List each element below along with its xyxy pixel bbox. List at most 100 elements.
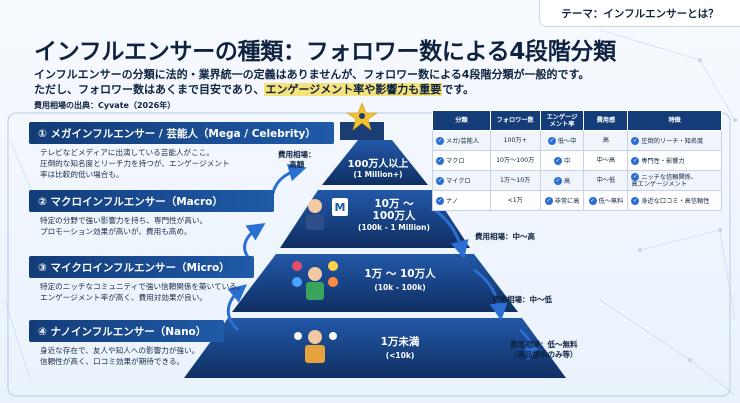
arrow-macro-to-mega: [270, 163, 307, 199]
theme-label: テーマ：インフルエンサーとは？: [539, 0, 740, 27]
level-desc-micro-1: 特定のニッチなコミュニティで強い信頼関係を築いている。: [40, 282, 245, 291]
table-cell: 高: [583, 130, 629, 151]
level-desc-mega: テレビなどメディアに出演している芸能人がここ。 圧倒的な知名度とリーチ力を持つが…: [40, 147, 230, 180]
table-header: エンゲージ メント率: [539, 110, 585, 131]
smartphone-person-icon: [294, 330, 337, 363]
expert-person-icon: M: [306, 198, 348, 230]
level-heading-micro: ③ マイクロインフルエンサー（Micro）: [29, 256, 254, 278]
table-cell: ✓低〜中: [539, 130, 585, 151]
cost-nano: 費用相場：低〜無料 （商品提供のみ等）: [510, 340, 578, 360]
svg-text:M: M: [335, 201, 346, 214]
check-icon: ✓: [544, 196, 553, 205]
cost-mega-line2: 高額: [289, 160, 305, 169]
level-desc-micro-2: エンゲージメント率が高く、費用対効果が良い。: [40, 293, 207, 302]
table-cell: ✓中: [539, 150, 585, 171]
check-icon: ✓: [436, 136, 444, 145]
table-cell: ✓マクロ: [432, 150, 491, 171]
social-person-icon: [292, 261, 338, 300]
level-desc-macro-2: プロモーション効果が高いが、費用も高め。: [40, 227, 192, 236]
level-desc-micro: 特定のニッチなコミュニティで強い信頼関係を築いている。 エンゲージメント率が高く…: [40, 281, 244, 303]
pyramid-tier-nano: [184, 318, 566, 378]
arrow-nano-to-micro: [226, 284, 247, 332]
level-desc-macro-1: 特定の分野で強い影響力を持ち、専門性が高い。: [40, 216, 208, 225]
table-cell-text: 圧倒的リーチ・知名度: [641, 137, 704, 145]
table-cell-text: 非常に高: [554, 197, 580, 205]
table-row: ✓マクロ 10万〜100万 ✓中 中〜高 ✓専門性・影響力: [432, 150, 722, 171]
pyramid-tier-micro: [232, 254, 518, 312]
table-cell: ✓ナノ: [432, 190, 491, 211]
cost-mega: 費用相場： 高額: [278, 150, 316, 170]
arrow-right-3: [519, 328, 542, 361]
table-header: 特徴: [627, 110, 722, 131]
table-cell-text: 身近な口コミ・高信頼性: [641, 197, 710, 205]
pyramid-macro-label: 10万 〜 100万人 (100k - 1 Million): [350, 198, 438, 234]
pyramid-macro-main-2: 100万人: [372, 210, 416, 222]
check-icon: ✓: [588, 196, 597, 205]
check-icon: ✓: [631, 196, 640, 205]
table-row: ✓ナノ <1万 ✓非常に高 ✓低〜無料 ✓身近な口コミ・高信頼性: [432, 190, 722, 211]
check-icon: ✓: [553, 156, 562, 165]
table-cell: ✓メガ/芸能人: [432, 130, 491, 151]
level-desc-mega-1: テレビなどメディアに出演している芸能人がここ。: [40, 148, 214, 157]
table-row: ✓マイクロ 1万〜10万 ✓高 中〜低 ✓ニッチな信頼関係、 高エンゲージメント: [432, 170, 722, 191]
table-cell-text: マイクロ: [446, 177, 471, 185]
intro-line-1: インフルエンサーの分類に法的・業界統一の定義はありませんが、フォロワー数による4…: [34, 68, 590, 81]
table-header-row: 分類 フォロワー数 エンゲージ メント率 費用感 特徴: [432, 110, 722, 131]
pyramid-micro-label: 1万 〜 10万人 (10k - 100k): [352, 268, 448, 294]
arrow-right-2: [473, 268, 508, 321]
check-icon: ✓: [436, 156, 444, 165]
level-desc-nano: 身近な存在で、友人や知人への影響力が強い。 信頼性が高く、口コミ効果が期待できる…: [40, 345, 199, 367]
table-cell: 中〜低: [583, 170, 629, 191]
table-header: フォロワー数: [489, 110, 541, 131]
check-icon: ✓: [547, 136, 556, 145]
table-cell: 10万〜100万: [489, 150, 541, 171]
table-cell: <1万: [489, 190, 541, 211]
table-cell: 1万〜10万: [489, 170, 541, 191]
pyramid-nano-main: 1万未満: [380, 336, 420, 348]
cost-micro: 費用相場：中〜低: [492, 295, 552, 304]
comparison-table: 分類 フォロワー数 エンゲージ メント率 費用感 特徴 ✓メガ/芸能人 100万…: [432, 110, 722, 211]
intro-text: インフルエンサーの分類に法的・業界統一の定義はありませんが、フォロワー数による4…: [34, 67, 589, 97]
level-desc-nano-2: 信頼性が高く、口コミ効果が期待できる。: [40, 357, 185, 366]
check-icon: ✓: [631, 173, 640, 181]
table-cell-text: 低〜中: [557, 137, 577, 145]
level-desc-mega-2: 圧倒的な知名度とリーチ力を持つが、エンゲージメント: [40, 159, 230, 168]
table-header: 費用感: [583, 110, 629, 131]
cost-mega-line1: 費用相場：: [278, 150, 316, 159]
intro-line-2: ただし、フォロワー数はあくまで目安であり、エンゲージメント率や影響力も重要です。: [34, 82, 589, 97]
pyramid-micro-main: 1万 〜 10万人: [364, 268, 436, 280]
check-icon: ✓: [553, 176, 562, 185]
pyramid-tier-macro: [280, 190, 470, 248]
intro-line-2-suffix: です。: [442, 83, 475, 96]
table-cell: ✓低〜無料: [583, 190, 629, 211]
intro-highlight: エンゲージメント率や影響力も重要: [264, 83, 443, 96]
cost-nano-line2: （商品提供のみ等）: [510, 350, 578, 359]
level-desc-macro: 特定の分野で強い影響力を持ち、専門性が高い。 プロモーション効果が高いが、費用も…: [40, 215, 207, 237]
star-trophy-icon: [340, 102, 384, 140]
table-cell: ✓圧倒的リーチ・知名度: [627, 130, 722, 151]
table-cell: ✓ニッチな信頼関係、 高エンゲージメント: [627, 170, 722, 191]
table-cell: ✓マイクロ: [432, 170, 491, 191]
pyramid-mega-sub: (1 Million+): [353, 170, 403, 179]
table-cell: ✓非常に高: [539, 190, 585, 211]
table-cell-text: 中: [563, 157, 571, 165]
pyramid-nano-sub: (<10k): [385, 351, 415, 360]
level-heading-mega: ① メガインフルエンサー / 芸能人（Mega / Celebrity）: [29, 122, 334, 144]
table-header: 分類: [432, 110, 491, 131]
pyramid-mega-label: 100万人以上 (1 Million+): [330, 155, 426, 179]
table-cell: 中〜高: [583, 150, 629, 171]
table-cell-text: ニッチな信頼関係、 高エンゲージメント: [631, 174, 698, 188]
pyramid-macro-sub: (100k - 1 Million): [358, 223, 430, 232]
page-title: インフルエンサーの種類：フォロワー数による4段階分類: [34, 39, 616, 65]
pyramid-mega-main: 100万人以上: [347, 159, 409, 170]
table-cell-text: 低〜無料: [598, 197, 624, 205]
pyramid-tier-mega: [322, 140, 428, 185]
check-icon: ✓: [631, 136, 640, 145]
table-row: ✓メガ/芸能人 100万+ ✓低〜中 高 ✓圧倒的リーチ・知名度: [432, 130, 722, 151]
intro-line-2-prefix: ただし、フォロワー数はあくまで目安であり、: [34, 83, 265, 96]
table-cell: ✓専門性・影響力: [627, 150, 722, 171]
source-note: 費用相場の出典：Cyvate（2026年）: [34, 101, 176, 110]
cost-nano-line1: 費用相場：低〜無料: [510, 340, 578, 349]
